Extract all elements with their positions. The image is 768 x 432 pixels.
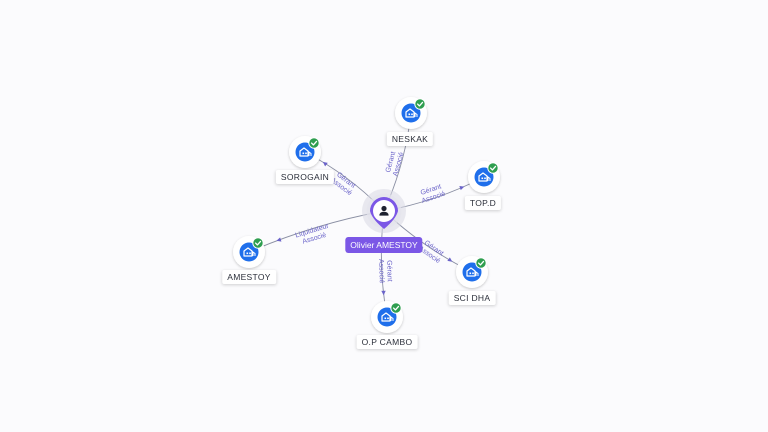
edge-arrow <box>322 161 328 167</box>
verified-check-icon <box>487 162 499 174</box>
company-node-scidha[interactable] <box>456 256 488 288</box>
building-icon <box>466 267 479 277</box>
company-node-amestoy[interactable] <box>233 236 265 268</box>
role-label: Associé <box>377 259 385 284</box>
company-node-neskak[interactable] <box>395 97 427 129</box>
edge-arrow <box>276 237 282 242</box>
building-icon <box>381 312 394 322</box>
company-name-sorogain[interactable]: SOROGAIN <box>275 170 335 184</box>
company-name-scidha[interactable]: SCI DHA <box>448 291 496 305</box>
building-icon <box>405 108 418 118</box>
building-icon <box>299 147 312 157</box>
building-icon <box>243 247 256 257</box>
company-name-opcambo[interactable]: O.P CAMBO <box>356 335 418 349</box>
person-name[interactable]: Olivier AMESTOY <box>345 237 423 253</box>
verified-check-icon <box>390 302 402 314</box>
person-node[interactable] <box>362 189 406 233</box>
edge-arrow <box>381 290 386 296</box>
company-node-topd[interactable] <box>468 161 500 193</box>
company-node-opcambo[interactable] <box>371 301 403 333</box>
company-name-topd[interactable]: TOP.D <box>464 196 502 210</box>
company-name-neskak[interactable]: NESKAK <box>386 132 434 146</box>
verified-check-icon <box>252 237 264 249</box>
person-icon <box>379 205 389 216</box>
company-node-sorogain[interactable] <box>289 136 321 168</box>
verified-check-icon <box>475 257 487 269</box>
verified-check-icon <box>414 98 426 110</box>
role-label: Gérant <box>385 260 393 282</box>
building-icon <box>478 172 491 182</box>
verified-check-icon <box>308 137 320 149</box>
edge-arrow <box>459 185 465 191</box>
company-name-amestoy[interactable]: AMESTOY <box>222 270 276 284</box>
edge-arrow <box>447 257 453 262</box>
